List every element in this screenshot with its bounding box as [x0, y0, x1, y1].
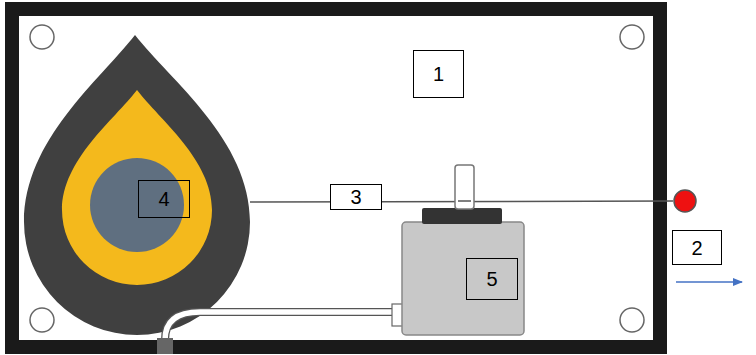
cable-outer: [165, 312, 399, 340]
red-indicator: [674, 190, 696, 212]
callout-box: 4: [138, 180, 190, 218]
screw-hole: [620, 308, 644, 332]
sensor-pin: [455, 165, 474, 209]
callout-number: 1: [433, 64, 444, 84]
cable-inner: [165, 312, 399, 340]
screw-hole: [620, 25, 644, 49]
sensor-body: [402, 222, 524, 335]
direction-arrow: [676, 281, 742, 283]
housing-frame: [12, 9, 660, 347]
callout-box: 5: [466, 258, 518, 300]
sensor-cap: [422, 208, 502, 224]
callout-number: 3: [350, 187, 361, 207]
screw-hole: [30, 308, 54, 332]
callout-number: 4: [158, 189, 169, 209]
droplet-inner: [62, 90, 212, 285]
wire: [458, 200, 471, 202]
droplet-outer: [24, 35, 250, 335]
callout-number: 5: [486, 269, 497, 289]
cable-plug: [157, 338, 173, 354]
callout-box: 1: [413, 50, 464, 98]
callout-box: 2: [672, 230, 722, 265]
droplet-core: [90, 158, 184, 252]
callout-number: 2: [691, 238, 702, 258]
callout-box: 3: [330, 184, 382, 210]
screw-hole: [30, 25, 54, 49]
